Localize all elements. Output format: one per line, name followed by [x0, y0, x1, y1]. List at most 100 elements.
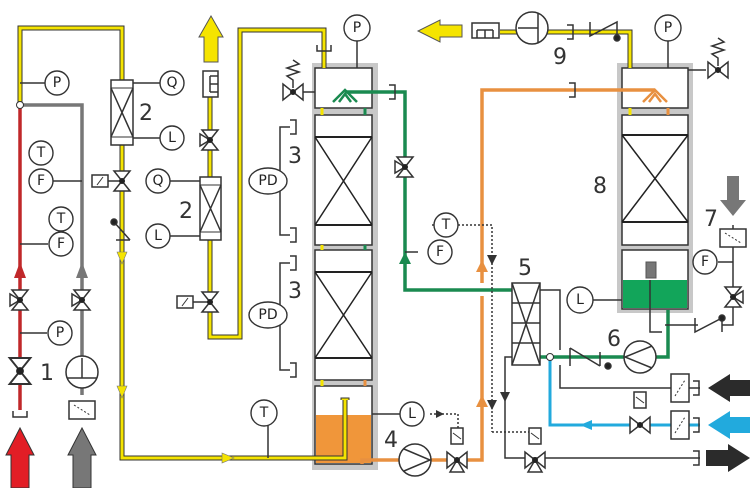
- flange-icon: [289, 119, 297, 135]
- svg-text:L: L: [154, 228, 162, 244]
- three-way-valve-icon[interactable]: [524, 451, 546, 473]
- unit-label-7: 7: [704, 207, 718, 232]
- unit-label-2: 2: [139, 101, 153, 126]
- solenoid-actuator-icon: [633, 391, 647, 409]
- unit-label-9: 9: [553, 45, 567, 70]
- svg-text:F: F: [57, 236, 65, 252]
- check-valve-icon: [110, 218, 131, 241]
- unit-label-6: 6: [607, 327, 621, 352]
- instrument-pressure[interactable]: P: [47, 320, 73, 346]
- instrument-temperature[interactable]: T: [433, 212, 459, 238]
- svg-text:PD: PD: [258, 307, 277, 323]
- solenoid-actuator-icon: [91, 174, 109, 188]
- instrument-pressure[interactable]: P: [44, 70, 70, 96]
- angle-valve-icon[interactable]: [9, 289, 29, 311]
- instrument-temperature[interactable]: T: [28, 140, 54, 166]
- instrument-flow[interactable]: F: [28, 168, 54, 194]
- instrument-flow[interactable]: F: [48, 231, 74, 257]
- junction-point: [546, 353, 554, 361]
- svg-text:P: P: [353, 20, 361, 36]
- compressor-9-icon[interactable]: [515, 11, 549, 45]
- heat-exchanger-5: [511, 282, 541, 366]
- filter-icon: [670, 373, 690, 403]
- three-way-valve-icon[interactable]: [446, 451, 468, 473]
- pump-4-icon[interactable]: [398, 443, 432, 477]
- filter-icon: [670, 410, 690, 440]
- instrument-level[interactable]: L: [159, 125, 185, 151]
- stripper-column-8: [617, 63, 693, 313]
- check-valve-icon: [569, 347, 612, 370]
- svg-text:T: T: [56, 211, 66, 227]
- svg-text:P: P: [56, 325, 64, 341]
- instrument-quality[interactable]: Q: [145, 168, 171, 194]
- junction-point: [16, 101, 24, 109]
- spring-icon: [284, 59, 302, 88]
- angle-valve-icon[interactable]: [71, 289, 91, 311]
- instrument-temperature[interactable]: T: [250, 399, 278, 427]
- svg-text:T: T: [441, 217, 451, 233]
- rich-solvent-line: [360, 88, 668, 464]
- unit-label-2: 2: [179, 199, 193, 224]
- unit-label-3: 3: [288, 144, 302, 169]
- column-2b: [199, 176, 222, 241]
- compressor-icon[interactable]: [65, 355, 99, 389]
- valve-1-icon[interactable]: [8, 357, 32, 385]
- instrument-level[interactable]: L: [566, 286, 594, 314]
- spring-icon: [709, 37, 727, 66]
- liquid-level-fill: [623, 280, 687, 308]
- unit-label-4: 4: [384, 428, 398, 453]
- svg-text:F: F: [436, 244, 444, 260]
- angle-valve-icon[interactable]: [394, 156, 414, 178]
- svg-text:T: T: [36, 145, 46, 161]
- angle-valve-icon[interactable]: [199, 129, 219, 151]
- unit-label-8: 8: [593, 174, 607, 199]
- instrument-differential-pressure[interactable]: PD: [248, 167, 288, 195]
- solenoid-actuator-icon: [450, 427, 464, 445]
- svg-text:P: P: [664, 20, 672, 36]
- svg-text:L: L: [408, 406, 416, 422]
- instrument-lines: [20, 41, 733, 458]
- unit-label-3: 3: [288, 279, 302, 304]
- pump-6-icon[interactable]: [623, 340, 657, 374]
- svg-text:L: L: [576, 292, 584, 308]
- gas-outlet-arrow-icon: [416, 19, 463, 43]
- instrument-level[interactable]: L: [399, 401, 425, 427]
- svg-text:F: F: [701, 254, 709, 270]
- instrument-pressure[interactable]: P: [343, 14, 371, 42]
- instrument-temperature[interactable]: T: [48, 206, 74, 232]
- distributor-icon: [642, 88, 668, 103]
- solenoid-actuator-icon: [176, 295, 194, 309]
- gas-outlet-arrow-icon: [198, 14, 224, 63]
- svg-text:Q: Q: [166, 75, 177, 91]
- silencer-icon: [471, 22, 500, 39]
- unit-label-5: 5: [518, 256, 532, 281]
- check-valve-icon: [694, 314, 726, 334]
- instrument-flow[interactable]: F: [427, 239, 453, 265]
- unit-label-1: 1: [40, 361, 54, 386]
- svg-text:P: P: [53, 75, 61, 91]
- gas-line: [17, 25, 633, 464]
- instrument-differential-pressure[interactable]: PD: [248, 301, 288, 329]
- control-valve-icon[interactable]: [629, 416, 651, 434]
- hot-inlet-arrow-icon: [5, 426, 35, 488]
- check-valve-icon: [589, 20, 621, 42]
- utility-inlet-arrow-icon: [708, 374, 750, 402]
- svg-text:F: F: [37, 173, 45, 189]
- packing-icon: [621, 134, 689, 223]
- instrument-level[interactable]: L: [145, 223, 171, 249]
- instrument-quality[interactable]: Q: [159, 70, 185, 96]
- svg-text:Q: Q: [152, 173, 163, 189]
- makeup-water-line: [649, 225, 734, 333]
- packing-icon: [314, 136, 373, 226]
- svg-text:L: L: [168, 130, 176, 146]
- instrument-flow[interactable]: F: [692, 249, 718, 275]
- solenoid-actuator-icon: [528, 427, 542, 445]
- distributor-icon: [332, 88, 358, 103]
- cooling-water-inlet-arrow-icon: [708, 411, 750, 439]
- gray-inlet-arrow-icon: [67, 426, 97, 488]
- filter-icon: [719, 228, 747, 248]
- flange-icon: [289, 362, 297, 378]
- angle-valve-icon[interactable]: [724, 286, 744, 308]
- instrument-pressure[interactable]: P: [654, 14, 682, 42]
